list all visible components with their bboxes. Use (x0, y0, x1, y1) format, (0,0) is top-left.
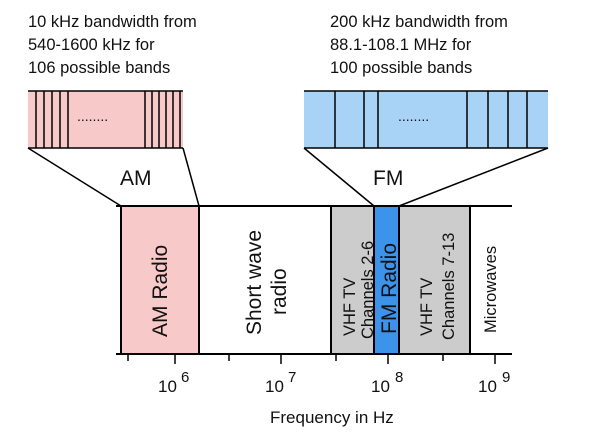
spectrum-outline (116, 205, 512, 355)
zoom-connectors (27, 147, 549, 207)
vhf-tv-low-band (331, 206, 374, 354)
vhf-tv-low-label-2: Channels 2-6 (359, 241, 377, 339)
axis-tick-1e6: 10 6 (158, 369, 189, 396)
am-zoom-fill (28, 91, 183, 148)
am-zoom-label: AM (120, 167, 152, 190)
am-radio-band (121, 206, 199, 354)
fm-caption-line-3: 100 possible bands (330, 59, 472, 77)
am-caption: 10 kHz bandwidth from 540-1600 kHz for 1… (28, 13, 197, 77)
am-caption-line-2: 540-1600 kHz for (28, 36, 155, 54)
fm-caption: 200 kHz bandwidth from 88.1-108.1 MHz fo… (330, 13, 508, 77)
tick-base: 10 (478, 377, 497, 396)
fm-zoom-band-lines (334, 91, 528, 148)
tick-exponent: 8 (395, 369, 403, 386)
vhf-tv-high-label-2: Channels 7-13 (440, 233, 458, 340)
am-zoom-dots: ........ (77, 108, 108, 124)
tick-exponent: 6 (181, 369, 189, 386)
fm-radio-band (374, 206, 399, 354)
short-wave-label-2: radio (268, 268, 291, 315)
fm-caption-line-1: 200 kHz bandwidth from (330, 13, 508, 31)
axis-tick-1e7: 10 7 (265, 369, 296, 396)
tick-exponent: 9 (502, 369, 510, 386)
axis-tick-1e8: 10 8 (371, 369, 403, 396)
axis-tick-1e9: 10 9 (478, 369, 510, 396)
tick-base: 10 (158, 377, 177, 396)
tick-base: 10 (265, 377, 284, 396)
fm-caption-line-2: 88.1-108.1 MHz for (330, 36, 472, 54)
axis-title: Frequency in Hz (270, 408, 394, 427)
fm-radio-label: FM Radio (378, 243, 401, 334)
am-zoom-band-lines (35, 91, 181, 148)
fm-zoom-label: FM (373, 167, 403, 190)
vhf-tv-high-label-1: VHF TV (418, 278, 436, 336)
am-radio-label: AM Radio (149, 245, 172, 337)
tick-base: 10 (371, 377, 390, 396)
fm-zoom-dots: ........ (398, 108, 429, 124)
short-wave-label-1: Short wave (243, 230, 266, 335)
vhf-tv-high-band (399, 206, 470, 354)
fm-zoom-box: ........ (304, 90, 548, 149)
axis-ticks (127, 354, 496, 364)
am-caption-line-1: 10 kHz bandwidth from (28, 13, 197, 31)
vhf-tv-low-label-1: VHF TV (341, 278, 359, 336)
am-zoom-box: ........ (28, 90, 183, 149)
microwaves-label: Microwaves (482, 246, 500, 333)
tick-exponent: 7 (288, 369, 296, 386)
am-caption-line-3: 106 possible bands (28, 59, 170, 77)
